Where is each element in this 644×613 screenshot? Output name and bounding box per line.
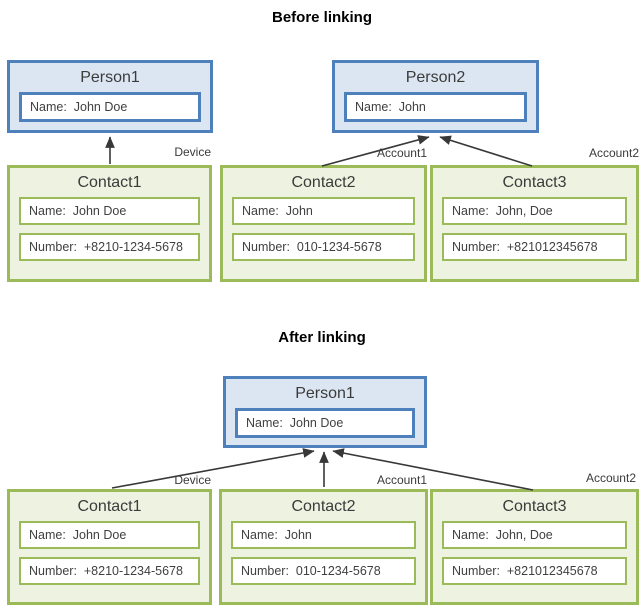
contact2-before-number-field: Number: 010-1234-5678 [232, 233, 415, 261]
contact2-after-title: Contact2 [291, 498, 356, 515]
contact2-before-title: Contact2 [291, 174, 356, 191]
contact1-before-box: Contact1 Name: John Doe Number: +8210-12… [7, 165, 212, 282]
arrow-after-contact1-to-person1 [111, 448, 315, 489]
contact3-before-box: Contact3 Name: John, Doe Number: +821012… [430, 165, 639, 282]
after-linking-title: After linking [278, 329, 366, 346]
before-linking-title: Before linking [271, 9, 372, 26]
after-account1-label: Account1 [376, 473, 427, 487]
person1-after-box: Person1 Name: John Doe [223, 376, 427, 448]
before-account1-label: Account1 [376, 146, 427, 160]
contact3-before-title: Contact3 [502, 174, 567, 191]
contact1-before-number-field: Number: +8210-1234-5678 [19, 233, 200, 261]
person2-before-box: Person2 Name: John [332, 60, 539, 133]
contact1-after-number-field: Number: +8210-1234-5678 [19, 557, 200, 585]
person2-before-name-field: Name: John [344, 92, 527, 122]
contact1-before-title: Contact1 [77, 174, 142, 191]
person2-before-title: Person2 [405, 69, 466, 86]
before-account2-label: Account2 [588, 146, 639, 160]
person1-before-name-field: Name: John Doe [19, 92, 201, 122]
contact1-after-box: Contact1 Name: John Doe Number: +8210-12… [7, 489, 212, 605]
contact2-after-box: Contact2 Name: John Number: 010-1234-567… [219, 489, 428, 605]
contact3-before-number-field: Number: +821012345678 [442, 233, 627, 261]
arrow-before-contact3-to-person2 [439, 135, 533, 167]
contact3-after-title: Contact3 [502, 498, 567, 515]
contact2-after-number-field: Number: 010-1234-5678 [231, 557, 416, 585]
contact2-before-name-field: Name: John [232, 197, 415, 225]
contact3-after-box: Contact3 Name: John, Doe Number: +821012… [430, 489, 639, 605]
person1-before-title: Person1 [80, 69, 140, 86]
person1-after-name-field: Name: John Doe [235, 408, 415, 438]
contact1-before-name-field: Name: John Doe [19, 197, 200, 225]
contact3-after-name-field: Name: John, Doe [442, 521, 627, 549]
before-device-label: Device [174, 145, 211, 159]
contact1-after-name-field: Name: John Doe [19, 521, 200, 549]
contact2-before-box: Contact2 Name: John Number: 010-1234-567… [220, 165, 427, 282]
after-device-label: Device [174, 473, 211, 487]
contact2-after-name-field: Name: John [231, 521, 416, 549]
after-account2-label: Account2 [585, 471, 636, 485]
arrow-after-contact3-to-person1 [332, 448, 534, 491]
person1-before-box: Person1 Name: John Doe [7, 60, 213, 133]
contact1-after-title: Contact1 [77, 498, 142, 515]
contact3-after-number-field: Number: +821012345678 [442, 557, 627, 585]
contact3-before-name-field: Name: John, Doe [442, 197, 627, 225]
person1-after-title: Person1 [295, 385, 355, 402]
